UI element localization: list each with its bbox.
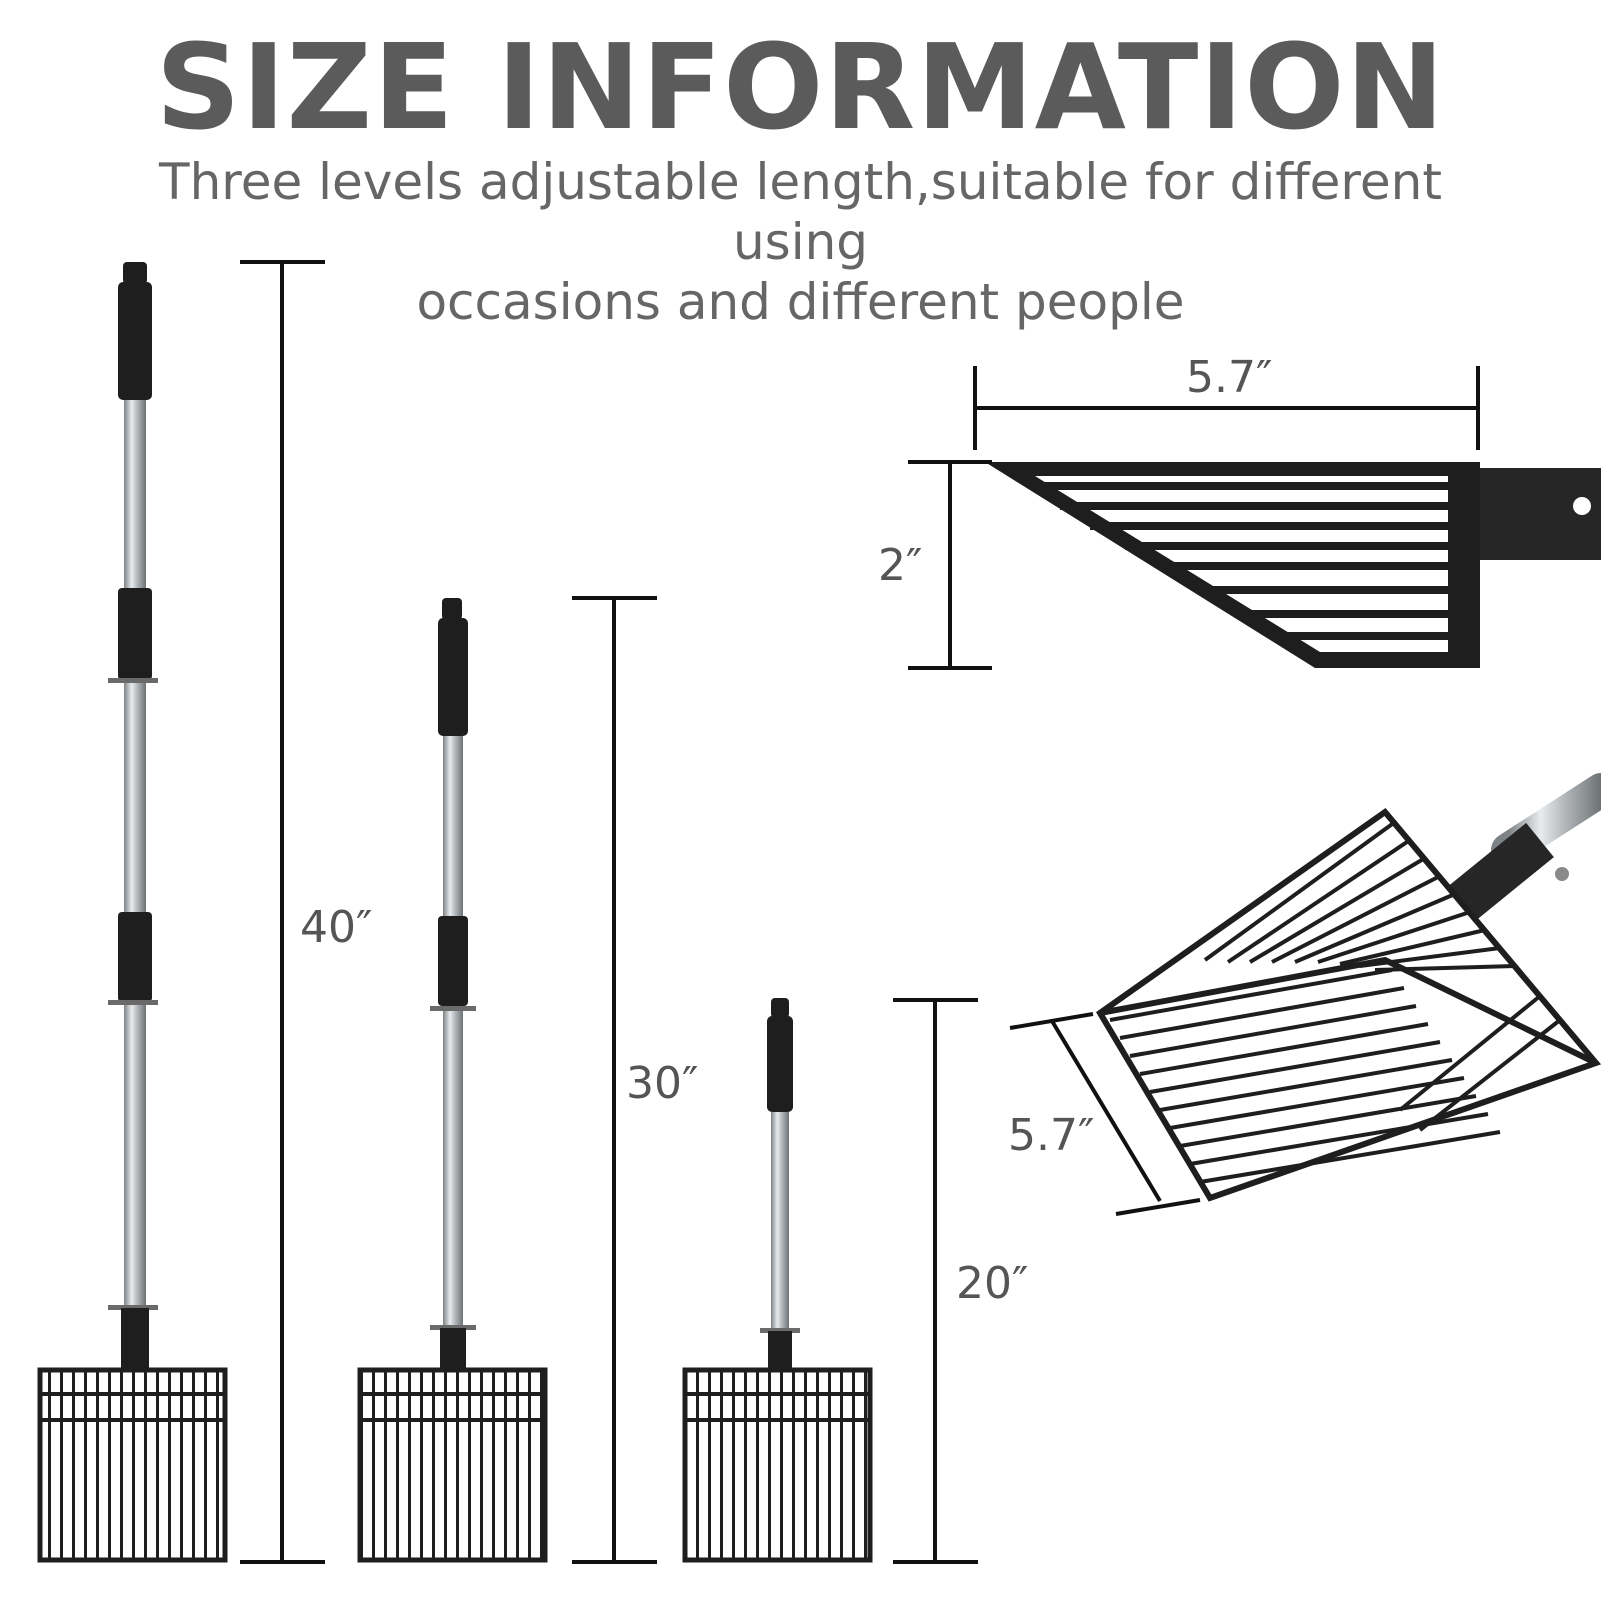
dimension-line-width-top <box>973 366 1480 450</box>
scoop-medium <box>357 598 548 1563</box>
scoop-long <box>37 262 228 1563</box>
dimension-line-width-angled <box>1009 1012 1201 1216</box>
length-label-40: 40″ <box>300 902 373 953</box>
dimension-line-40 <box>240 260 325 1564</box>
width-label-angled: 5.7″ <box>1008 1110 1095 1161</box>
dimension-line-30 <box>572 596 657 1564</box>
depth-label: 2″ <box>878 540 923 591</box>
page-title: SIZE INFORMATION <box>155 18 1446 156</box>
length-label-30: 30″ <box>626 1058 699 1109</box>
scoop-short <box>682 998 873 1563</box>
page-subtitle: Three levels adjustable length,suitable … <box>120 152 1481 332</box>
dimension-line-20 <box>893 998 978 1564</box>
width-label-top: 5.7″ <box>1186 352 1273 403</box>
dimension-line-depth <box>908 460 992 670</box>
subtitle-line-1: Three levels adjustable length,suitable … <box>159 153 1442 271</box>
scoop-angled-view <box>1096 773 1601 1202</box>
subtitle-line-2: occasions and different people <box>416 273 1185 331</box>
length-label-20: 20″ <box>956 1258 1029 1309</box>
scoop-side-view <box>985 462 1601 668</box>
